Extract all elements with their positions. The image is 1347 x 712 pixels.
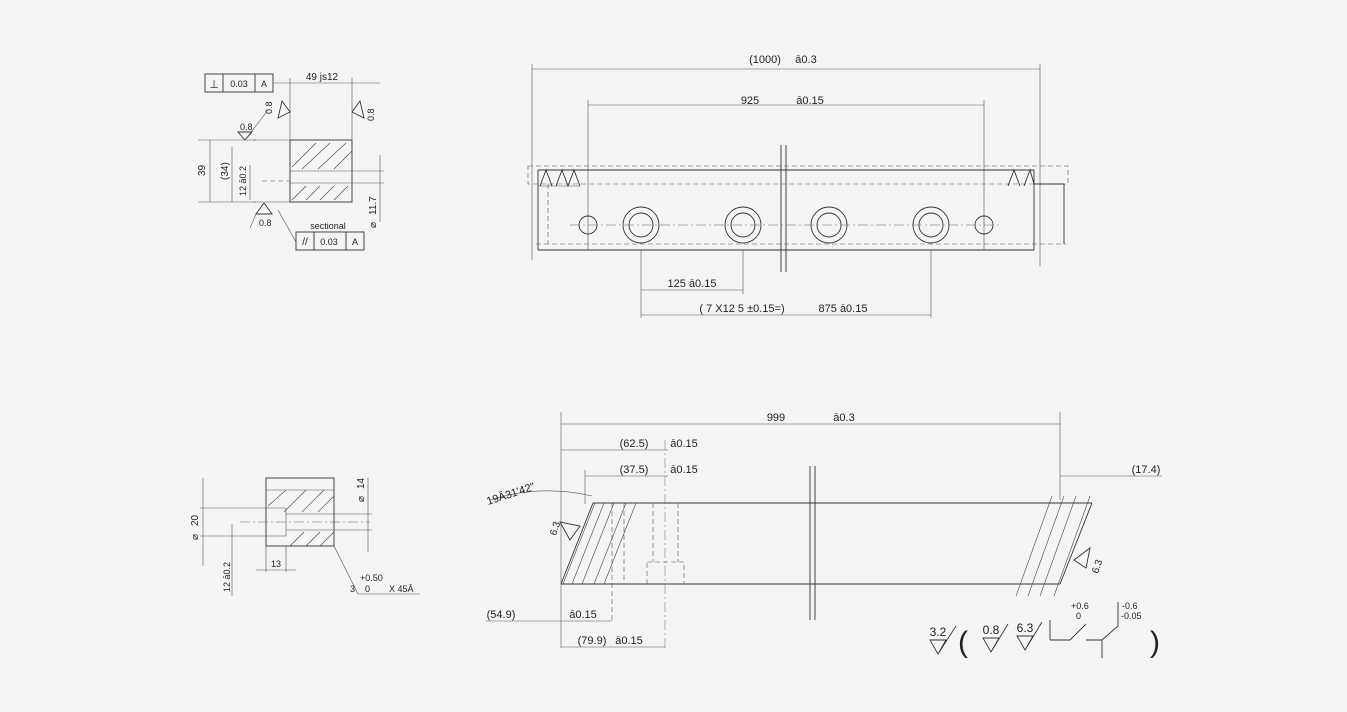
legend-tol-b-minus: -0.05 [1121,611,1142,621]
roughness-right: 0.8 [366,108,376,121]
fcf-perp-datum: A [261,79,267,89]
roughness-top-left: 0.8 [240,122,253,132]
section-view-bottom-left: 20 ⌀ 14 ⌀ 12 ā0.2 13 +0.50 0 3 X 45Ā [190,477,420,596]
top-view: (1000) ā0.3 925 ā0.15 [527,54,1069,318]
length-tol: ā0.3 [833,412,854,424]
chamfer-base: 3 [350,584,355,594]
hatch-right-end [1015,495,1091,597]
hatch-left-end [562,502,637,585]
d79-tol: ā0.15 [615,635,643,647]
legend-roughness-63: 6.3 [1017,621,1034,635]
legend-roughness-08: 0.8 [983,623,1000,637]
sectional-label: sectional [310,221,346,231]
roughness-legend: 3.2 ( 0.8 6.3 +0.6 0 -0.6 -0.05 ) [929,601,1160,659]
dia-11-7-dim: 11.7 [368,196,379,215]
dia-20-dim: 20 [190,514,201,526]
legend-tol-b-plus: -0.6 [1122,601,1138,611]
chamfer-tol-plus: +0.50 [360,573,383,583]
legend-close-paren: ) [1150,626,1160,659]
slot-12-bottom-dim: 12 ā0.2 [222,562,232,592]
fcf-parallel-tolerance: 0.03 [320,237,338,247]
height-34-dim: (34) [220,162,231,180]
slot-12-dim: 12 ā0.2 [238,166,248,196]
chain-875-dim: 875 ā0.15 [819,303,868,315]
hatch-top-left [291,142,353,201]
span-925-dim: 925 [741,95,759,107]
fcf-perpendicularity: ⊥ 0.03 A [204,73,290,93]
perpendicular-symbol: ⊥ [209,79,219,91]
roughness-right-end: 6.3 [1090,558,1105,575]
d54-dim: (54.9) [487,609,516,621]
d37-dim: (37.5) [620,464,649,476]
angle-dim: 19Ā31'42" [485,481,536,508]
parallel-symbol: // [302,237,308,248]
d37-tol: ā0.15 [670,464,698,476]
roughness-left-end: 6.3 [548,520,563,537]
legend-tol-a-zero: 0 [1076,611,1081,621]
d62-tol: ā0.15 [670,438,698,450]
roughness-top-mid: 0.8 [264,101,274,114]
section-view-top-left: ⊥ 0.03 A 49 js12 0.8 0.8 0.8 [197,72,384,251]
pitch-125-dim: 125 ā0.15 [668,278,717,290]
legend-open-paren: ( [958,626,968,659]
fcf-perp-tolerance: 0.03 [230,79,248,89]
chamfer-tol-zero: 0 [365,584,370,594]
bottom-view: 999 ā0.3 (62.5) ā0.15 (37.5) ā0.15 19Ā31… [485,412,1162,650]
span-tol: ā0.15 [796,95,824,107]
hatch-bottom-left [267,489,335,547]
fcf-parallel-datum: A [352,237,358,247]
height-39-dim: 39 [197,164,208,176]
dia-14-symbol: ⌀ [356,496,367,502]
length-999-dim: 999 [767,412,785,424]
chamfer-angle: X 45Ā [389,584,414,594]
roughness-bottom: 0.8 [259,218,272,228]
d62-dim: (62.5) [620,438,649,450]
overall-1000-dim: (1000) [749,54,781,66]
chain-dim: ( 7 X12 5 ±0.15=) [699,303,784,315]
dia-14-dim: 14 [356,477,367,489]
dia-20-symbol: ⌀ [190,534,201,540]
d79-dim: (79.9) [578,635,607,647]
width-49-dim: 49 js12 [306,72,339,83]
depth-13-dim: 13 [271,559,281,569]
d54-tol: ā0.15 [569,609,597,621]
general-roughness: 3.2 [930,625,947,639]
fcf-parallelism: // 0.03 A [295,231,365,251]
legend-tol-a-plus: +0.6 [1071,601,1089,611]
overall-tol: ā0.3 [795,54,816,66]
dia-symbol: ⌀ [368,222,379,228]
right-17-dim: (17.4) [1132,464,1161,476]
